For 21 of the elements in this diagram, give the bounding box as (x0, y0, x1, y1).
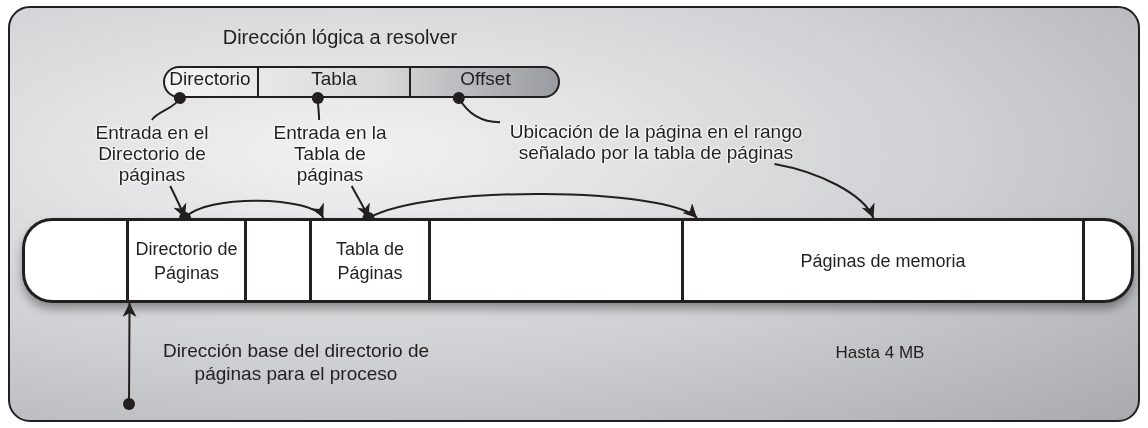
memory-segment (1082, 218, 1134, 303)
segment-label: Offset (460, 68, 511, 90)
note-text: Dirección base del directorio de páginas para el proceso (162, 340, 430, 384)
memory-segment (22, 218, 126, 303)
arrow (122, 302, 137, 410)
annotation-text: Entrada en el Directorio de páginas (94, 121, 210, 185)
memory-segment (428, 218, 681, 303)
annotation-text: Entrada en la Tabla de páginas (272, 121, 388, 185)
segment-label: Tabla (311, 68, 357, 90)
memory-segment (309, 218, 428, 303)
segment-label: Páginas de memoria (800, 249, 966, 273)
diagram-title: Dirección lógica a resolver (222, 26, 458, 48)
arrow (773, 163, 875, 219)
memory-segment (244, 218, 309, 303)
segment-label: Directorio de Páginas (134, 237, 239, 285)
memory-segment (681, 218, 1082, 303)
segment-label: Tabla de Páginas (334, 237, 406, 285)
size-label: Hasta 4 MB (835, 343, 925, 362)
memory-segment (126, 218, 244, 303)
segment-label: Directorio (169, 68, 251, 90)
annotation-text: Ubicación de la página en el rango señalado por la tabla de páginas (508, 121, 804, 163)
